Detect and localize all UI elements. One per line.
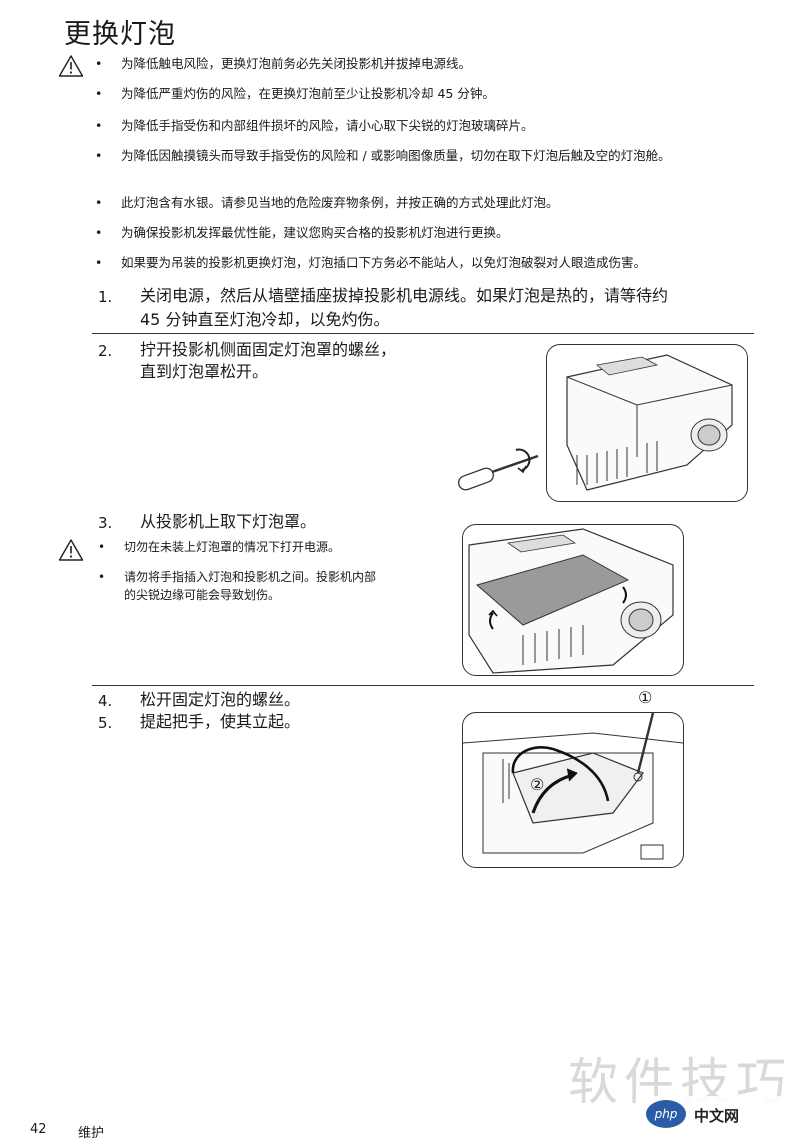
step-number: 1. [98, 288, 113, 306]
step-text: 从投影机上取下灯泡罩。 [140, 512, 317, 531]
step-number: 2. [98, 342, 113, 360]
caution-text: 请勿将手指插入灯泡和投影机之间。投影机内部 [124, 570, 377, 584]
list-item: • 为降低严重灼伤的风险，在更换灯泡前至少让投影机冷却 45 分钟。 [95, 86, 495, 101]
step-number: 5. [98, 714, 113, 732]
step-text: 45 分钟直至灯泡冷却，以免灼伤。 [140, 310, 390, 329]
screwdriver-icon [458, 448, 539, 491]
page-title: 更换灯泡 [64, 19, 176, 50]
lamp-cover-illustration [462, 524, 684, 676]
list-item: • 为降低因触摸镜头而导致手指受伤的风险和 / 或影响图像质量，切勿在取下灯泡后… [95, 148, 671, 163]
divider [92, 333, 754, 334]
list-item: • 为确保投影机发挥最优性能，建议您购买合格的投影机灯泡进行更换。 [95, 225, 509, 240]
caution-text: 切勿在未装上灯泡罩的情况下打开电源。 [124, 540, 341, 554]
page-number: 42 [30, 1122, 47, 1137]
step-text: 松开固定灯泡的螺丝。 [140, 690, 301, 709]
list-item: • 此灯泡含有水银。请参见当地的危险废弃物条例，并按正确的方式处理此灯泡。 [95, 195, 559, 210]
lamp-handle-illustration [462, 712, 684, 868]
php-logo-icon: php [646, 1100, 686, 1128]
list-item: • 如果要为吊装的投影机更换灯泡，灯泡插口下方务必不能站人，以免灯泡破裂对人眼造… [95, 255, 647, 270]
lamp-drawing [463, 713, 683, 860]
projector-drawing [468, 528, 674, 674]
marker-two: ② [530, 775, 545, 794]
caution-text: 的尖锐边缘可能会导致划伤。 [124, 588, 281, 602]
step-number: 3. [98, 514, 113, 532]
step-number: 4. [98, 692, 113, 710]
projector-screw-illustration [546, 344, 748, 502]
marker-one: ① [638, 688, 653, 707]
warning-triangle-icon [58, 55, 84, 77]
step-text: 直到灯泡罩松开。 [140, 362, 269, 381]
watermark-logo: php 中文网 [640, 1096, 800, 1133]
divider [92, 685, 754, 686]
footer-section: 维护 [78, 1126, 105, 1141]
step-text: 拧开投影机侧面固定灯泡罩的螺丝， [140, 340, 397, 359]
projector-drawing [566, 354, 733, 491]
list-item: • 为降低手指受伤和内部组件损坏的风险，请小心取下尖锐的灯泡玻璃碎片。 [95, 118, 534, 133]
step-text: 关闭电源，然后从墙壁插座拔掉投影机电源线。如果灯泡是热的，请等待约 [140, 286, 669, 305]
list-item: • 为降低触电风险，更换灯泡前务必先关闭投影机并拔掉电源线。 [95, 56, 472, 71]
step-text: 提起把手，使其立起。 [140, 712, 301, 731]
watermark-site: 中文网 [694, 1107, 740, 1125]
warning-triangle-icon [58, 539, 84, 561]
